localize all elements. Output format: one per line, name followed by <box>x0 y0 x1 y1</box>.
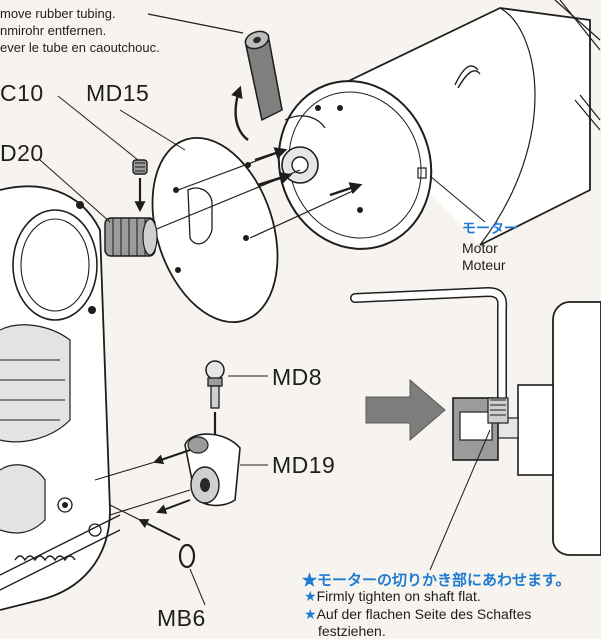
detail-inset <box>350 286 601 571</box>
star-icon: ★ <box>304 606 317 622</box>
star-icon: ★ <box>304 588 317 604</box>
rubber-tube <box>244 30 283 122</box>
note-de-text: Auf der flachen Seite des Schaftes <box>316 606 532 622</box>
note-de-2: festziehen. <box>318 623 386 639</box>
star-icon: ★ <box>302 572 318 589</box>
note-de: ★Auf der flachen Seite des Schaftes <box>304 606 531 623</box>
motor-label-jp: モーター <box>462 220 518 236</box>
motor-plate <box>151 136 279 324</box>
pinion-gear <box>104 217 158 257</box>
part-label-md15: MD15 <box>86 80 150 106</box>
gearbox-housing <box>0 185 121 611</box>
instruction-line-2: nmirohr entfernen. <box>0 23 107 38</box>
set-screw <box>132 159 148 175</box>
part-label-md19: MD19 <box>272 452 336 478</box>
part-label-md8: MD8 <box>272 364 323 390</box>
motor <box>277 0 601 250</box>
motor-arm <box>184 433 241 507</box>
ball-connector <box>205 360 225 409</box>
part-label-mb6: MB6 <box>157 605 206 631</box>
part-label-c10: C10 <box>0 80 44 106</box>
e-ring <box>178 543 196 569</box>
motor-label-en: Motor <box>462 240 498 256</box>
instruction-line-1: move rubber tubing. <box>0 6 116 21</box>
note-jp-text: モーターの切りかき部にあわせます。 <box>317 572 571 589</box>
note-jp: ★モーターの切りかき部にあわせます。 <box>302 569 571 590</box>
motor-label-fr: Moteur <box>462 257 506 273</box>
remove-arrow <box>231 85 249 141</box>
note-en: ★Firmly tighten on shaft flat. <box>304 588 481 605</box>
note-en-text: Firmly tighten on shaft flat. <box>316 588 481 604</box>
part-label-d20: D20 <box>0 140 44 166</box>
instruction-line-3: ever le tube en caoutchouc. <box>0 40 160 55</box>
